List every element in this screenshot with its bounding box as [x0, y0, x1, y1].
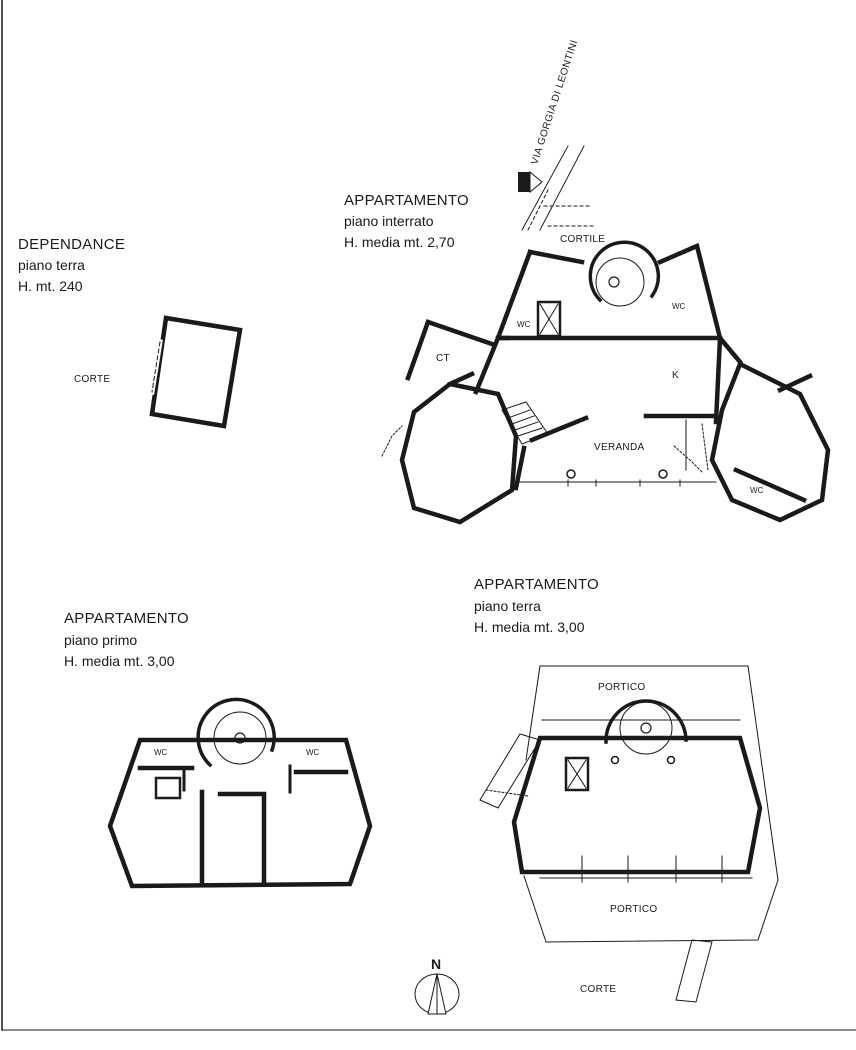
- dependance-height: H. mt. 240: [18, 278, 83, 294]
- primo-stair-tower: [196, 697, 276, 768]
- terra-outline: [511, 735, 763, 875]
- dependance-title: DEPENDANCE: [18, 236, 126, 253]
- interrato-main-walls: [494, 242, 723, 341]
- interrato-stair: [381, 401, 709, 473]
- primo-room-wc-right: WC: [306, 748, 320, 757]
- interrato-shaft: [536, 300, 562, 338]
- interrato-height: H. media mt. 2,70: [344, 234, 455, 250]
- primo-room-wc-left: WC: [154, 748, 168, 757]
- room-cortile: CORTILE: [560, 234, 606, 245]
- dependance-outline: [149, 315, 243, 429]
- north-label: N: [431, 956, 442, 972]
- room-ct: CT: [436, 353, 450, 364]
- room-wc-octagon: WC: [750, 486, 764, 495]
- room-corte: CORTE: [580, 984, 617, 995]
- room-portico-bottom: PORTICO: [610, 904, 658, 915]
- terra-height: H. media mt. 3,00: [474, 619, 585, 635]
- north-compass: [414, 973, 460, 1015]
- room-veranda: VERANDA: [594, 442, 645, 453]
- interrato-octagon-right: [709, 360, 831, 523]
- terra-shaft: [564, 756, 590, 792]
- terra-columns: [610, 755, 676, 765]
- terra-light-lines: [479, 665, 779, 1003]
- primo-outline: [107, 737, 373, 889]
- interrato-stair-tower: [588, 240, 661, 303]
- primo-plan: [107, 697, 373, 889]
- terra-stair-tower: [604, 699, 688, 744]
- street-lines: [521, 145, 585, 231]
- interrato-title: APPARTAMENTO: [344, 192, 470, 209]
- terra-title: APPARTAMENTO: [474, 576, 600, 593]
- room-k: K: [672, 370, 679, 381]
- dependance-court-label: CORTE: [74, 374, 111, 385]
- terra-floor: piano terra: [474, 598, 541, 614]
- dependance-floor: piano terra: [18, 257, 85, 273]
- interrato-octagon-left: [399, 381, 519, 525]
- terra-plan: [511, 699, 763, 875]
- room-wc-right: WC: [672, 302, 686, 311]
- interrato-plan: [399, 240, 831, 525]
- interrato-columns: [566, 469, 668, 479]
- primo-height: H. media mt. 3,00: [64, 653, 175, 669]
- room-portico-top: PORTICO: [598, 682, 646, 693]
- interrato-light-lines: [515, 205, 717, 487]
- primo-title: APPARTAMENTO: [64, 610, 190, 627]
- room-wc-left: WC: [517, 320, 531, 329]
- primo-floor: piano primo: [64, 632, 138, 648]
- primo-shaft: [154, 776, 182, 800]
- entrance-arrow: [518, 170, 543, 194]
- interrato-floor: piano interrato: [344, 213, 434, 229]
